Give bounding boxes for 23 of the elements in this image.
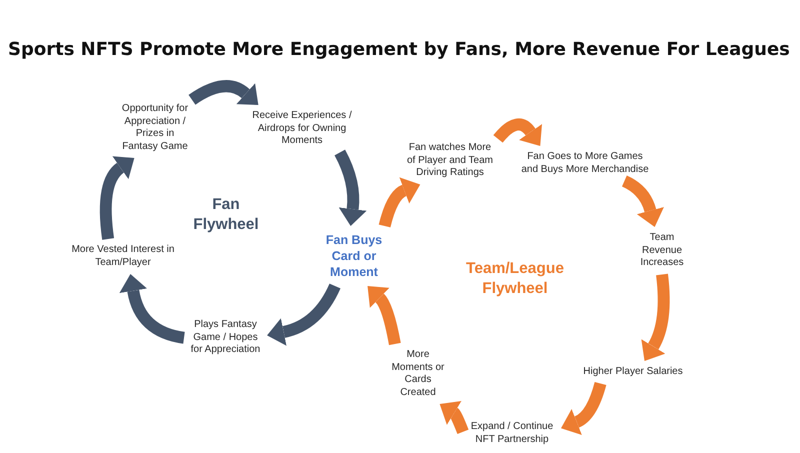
flywheel-title: Fan Flywheel bbox=[192, 195, 260, 235]
curved-arrow bbox=[442, 402, 469, 434]
step-text: Fan watches More of Player and Team Driving Ratings bbox=[402, 137, 498, 184]
step-text: Expand / Continue NFT Partnership bbox=[463, 416, 561, 451]
step-text: More Vested Interest in Team/Player bbox=[61, 239, 185, 274]
step-text: Opportunity for Appreciation / Prizes in Fantasy Game bbox=[118, 98, 192, 158]
curved-arrow bbox=[100, 156, 134, 240]
diagram-title: Sports NFTS Promote More Engagement by Fans, More Revenue For Leagues bbox=[8, 39, 790, 60]
step-text: Higher Player Salaries bbox=[575, 361, 691, 384]
step-text: Plays Fantasy Game / Hopes for Appreciation bbox=[184, 314, 267, 362]
curved-arrow bbox=[368, 285, 401, 346]
step-text: Fan Goes to More Games and Buys More Merchandise bbox=[517, 146, 653, 181]
step-text: More Moments or Cards Created bbox=[384, 344, 452, 404]
curved-arrow bbox=[188, 80, 260, 105]
curved-arrow bbox=[493, 118, 542, 146]
curved-arrow bbox=[267, 283, 340, 346]
curved-arrow bbox=[622, 176, 664, 227]
curved-arrow bbox=[641, 274, 670, 362]
center-text: Fan Buys Card or Moment bbox=[320, 226, 388, 286]
step-text: Receive Experiences / Airdrops for Owning Moments bbox=[243, 105, 361, 152]
flywheel-title: Team/League Flywheel bbox=[465, 259, 565, 299]
step-text: Team Revenue Increases bbox=[629, 227, 695, 274]
curved-arrow bbox=[334, 150, 367, 226]
